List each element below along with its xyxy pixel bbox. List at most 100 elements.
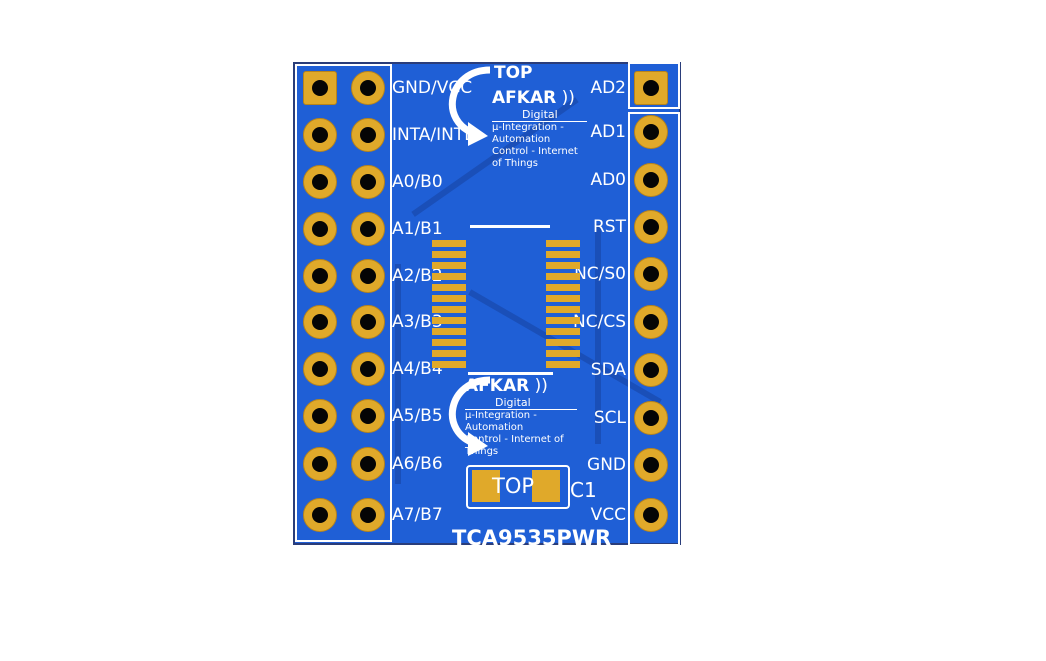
right-pin-label: NC/S0 <box>574 264 626 284</box>
rotation-arrow-icon <box>448 66 491 146</box>
header-pin <box>351 165 385 199</box>
ic-pad <box>546 273 580 280</box>
ic-pad <box>546 240 580 247</box>
ic-pad <box>432 350 466 357</box>
left-pin-label: A5/B5 <box>392 406 443 426</box>
ic-pad <box>432 339 466 346</box>
right-pin-label: AD0 <box>590 170 626 190</box>
ic-pad <box>546 361 580 368</box>
right-pin-label: AD1 <box>590 122 626 142</box>
chip-outline-top <box>470 225 550 228</box>
header-pin <box>351 498 385 532</box>
afkar-logo: AFKAR )) Digital µ-Integration - Automat… <box>465 376 577 458</box>
header-pin <box>351 352 385 386</box>
ic-pad <box>432 295 466 302</box>
header-pin <box>303 118 337 152</box>
left-header-outline <box>295 64 392 542</box>
right-pin-label: AD2 <box>590 78 626 98</box>
trace <box>395 264 401 484</box>
header-pin <box>303 165 337 199</box>
logo-sub: Digital <box>495 396 531 409</box>
left-pin-label: A7/B7 <box>392 505 443 525</box>
header-pin <box>303 498 337 532</box>
logo-line2: Control - Internet of Things <box>465 434 564 457</box>
logo-line1: µ-Integration - Automation <box>465 409 577 434</box>
left-pin-label: A4/B4 <box>392 359 443 379</box>
ic-pad <box>546 262 580 269</box>
ic-pad <box>432 361 466 368</box>
logo-brand: AFKAR <box>465 376 530 396</box>
header-pin <box>634 353 668 387</box>
chip-outline-bottom <box>468 372 553 375</box>
header-pin <box>634 115 668 149</box>
left-pin-label: INTA/INTB <box>392 125 476 145</box>
ic-pad <box>546 306 580 313</box>
header-pin <box>634 257 668 291</box>
header-pin <box>303 212 337 246</box>
right-pin-label: NC/CS <box>573 312 626 332</box>
header-pin <box>634 448 668 482</box>
afkar-logo: AFKAR )) Digital µ-Integration - Automat… <box>492 88 587 170</box>
ic-pad <box>546 328 580 335</box>
header-pin <box>303 305 337 339</box>
left-pin-label: A6/B6 <box>392 454 443 474</box>
header-pin <box>634 498 668 532</box>
left-pin-label: A0/B0 <box>392 172 443 192</box>
ic-pad <box>432 240 466 247</box>
cap-label: C1 <box>570 478 597 502</box>
header-pin <box>634 305 668 339</box>
cap-top-label: TOP <box>492 474 535 498</box>
header-pin <box>303 352 337 386</box>
header-pin <box>303 71 337 105</box>
right-pin-label: SDA <box>590 360 626 380</box>
logo-line1: µ-Integration - Automation <box>492 121 587 146</box>
header-pin <box>351 399 385 433</box>
top-marker: TOP <box>494 63 533 83</box>
right-header-outline <box>628 112 680 546</box>
cap-pad <box>472 470 500 502</box>
cap-outline <box>466 465 570 509</box>
right-pin-label: VCC <box>590 505 626 525</box>
right-pin-label: GND <box>587 455 626 475</box>
header-pin <box>351 259 385 293</box>
cap-pad <box>532 470 560 502</box>
ic-pad <box>546 284 580 291</box>
right-pin-label: SCL <box>593 408 626 428</box>
ic-pad <box>546 251 580 258</box>
logo-line2: Control - Internet of Things <box>492 146 578 169</box>
ic-pad <box>432 328 466 335</box>
header-pin <box>351 447 385 481</box>
header-pin <box>634 210 668 244</box>
ic-pad <box>546 295 580 302</box>
logo-sub: Digital <box>522 108 558 121</box>
logo-brand: AFKAR <box>492 88 557 108</box>
chip-name: TCA9535PWR <box>452 526 612 550</box>
ic-pad <box>432 317 466 324</box>
header-pin <box>351 71 385 105</box>
trace <box>595 224 601 444</box>
header-pin <box>303 447 337 481</box>
rotation-arrow-icon <box>448 376 491 456</box>
header-pin <box>351 118 385 152</box>
ic-pad <box>432 251 466 258</box>
header-pin <box>634 71 668 105</box>
header-pin <box>303 399 337 433</box>
left-pin-label: A2/B2 <box>392 266 443 286</box>
wifi-icon: )) <box>556 88 575 108</box>
ad2-outline <box>628 62 680 109</box>
right-pin-label: RST <box>593 217 626 237</box>
ic-pad <box>546 350 580 357</box>
ic-pad <box>432 262 466 269</box>
ic-pad <box>432 284 466 291</box>
header-pin <box>634 401 668 435</box>
ic-pad <box>432 273 466 280</box>
ic-pad <box>546 339 580 346</box>
left-pin-label: A3/B3 <box>392 312 443 332</box>
ic-pad <box>546 317 580 324</box>
ic-pad <box>432 306 466 313</box>
wifi-icon: )) <box>529 376 548 396</box>
header-pin <box>351 212 385 246</box>
header-pin <box>351 305 385 339</box>
header-pin <box>634 163 668 197</box>
left-pin-label: A1/B1 <box>392 219 443 239</box>
